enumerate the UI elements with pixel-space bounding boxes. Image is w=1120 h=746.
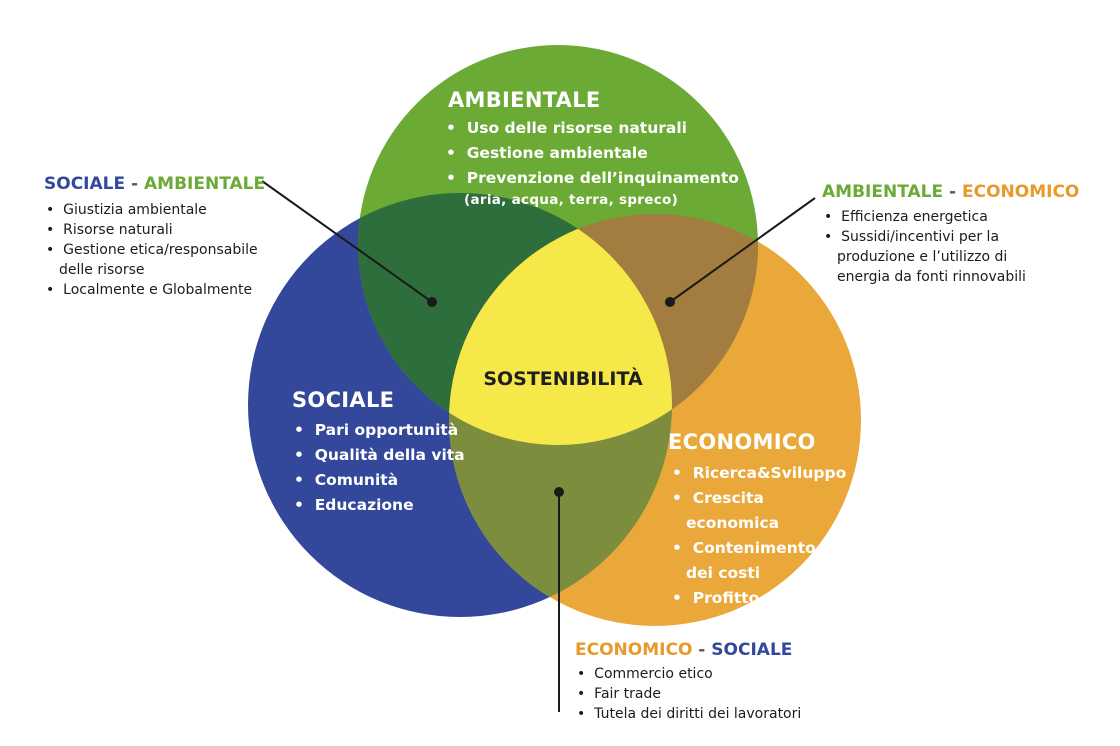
economico-item: Crescita economica <box>672 486 842 536</box>
sociale-item: Pari opportunità <box>294 418 474 443</box>
sostenibilita-label: SOSTENIBILITÀ <box>483 368 643 390</box>
economico-item: Profitto <box>672 586 842 611</box>
heading-separator: - <box>692 640 712 660</box>
economico-sociale-item: Commercio etico <box>577 664 837 684</box>
sociale-ambientale-item: Localmente e Globalmente <box>46 280 276 300</box>
heading-part-ambientale: AMBIENTALE <box>822 182 944 202</box>
economico-list: Ricerca&Sviluppo Crescita economica Cont… <box>672 461 847 611</box>
sociale-ambientale-item: Gestione etica/responsabile delle risors… <box>46 240 276 280</box>
ambientale-item: Prevenzione dell’inquinamento <box>446 166 746 191</box>
ambientale-economico-item: Sussidi/incentivi per la produzione e l’… <box>824 227 1042 287</box>
heading-separator: - <box>943 182 962 202</box>
ambientale-economico-dot <box>665 297 675 307</box>
economico-item: Ricerca&Sviluppo <box>672 461 847 486</box>
heading-part-sociale: SOCIALE <box>711 640 793 660</box>
economico-title: ECONOMICO <box>668 430 816 454</box>
ambientale-title: AMBIENTALE <box>448 88 601 112</box>
sociale-list: Pari opportunità Qualità della vita Comu… <box>294 418 474 518</box>
economico-sociale-item: Fair trade <box>577 684 837 704</box>
ambientale-economico-leader <box>669 197 816 303</box>
sociale-ambientale-list: Giustizia ambientale Risorse naturali Ge… <box>46 200 276 300</box>
sociale-ambientale-item: Giustizia ambientale <box>46 200 276 220</box>
ambientale-item: Uso delle risorse naturali <box>446 116 746 141</box>
ambientale-economico-heading: AMBIENTALE - ECONOMICO <box>822 182 1079 202</box>
ambientale-note: (aria, acqua, terra, spreco) <box>464 192 679 208</box>
sociale-ambientale-dot <box>427 297 437 307</box>
economico-item: Contenimento dei costi <box>672 536 816 586</box>
sociale-item: Qualità della vita <box>294 443 474 468</box>
economico-sociale-item: Tutela dei diritti dei lavoratori <box>577 704 837 724</box>
ambientale-economico-list: Efficienza energetica Sussidi/incentivi … <box>824 207 1042 287</box>
heading-part-economico: ECONOMICO <box>575 640 693 660</box>
ambientale-list: Uso delle risorse naturali Gestione ambi… <box>446 116 746 191</box>
sociale-title: SOCIALE <box>292 388 395 412</box>
ambientale-item: Gestione ambientale <box>446 141 746 166</box>
economico-sociale-dot <box>554 487 564 497</box>
economico-sociale-heading: ECONOMICO - SOCIALE <box>575 640 792 660</box>
sociale-ambientale-heading: SOCIALE - AMBIENTALE <box>44 174 265 194</box>
heading-separator: - <box>125 174 145 194</box>
economico-sociale-list: Commercio etico Fair trade Tutela dei di… <box>577 664 837 724</box>
sociale-ambientale-item: Risorse naturali <box>46 220 276 240</box>
sociale-item: Educazione <box>294 493 474 518</box>
heading-part-economico: ECONOMICO <box>961 182 1080 202</box>
sociale-item: Comunità <box>294 468 474 493</box>
sociale-ambientale-leader <box>261 180 433 303</box>
ambientale-economico-item: Efficienza energetica <box>824 207 1042 227</box>
heading-part-sociale: SOCIALE <box>44 174 126 194</box>
heading-part-ambientale: AMBIENTALE <box>144 174 266 194</box>
